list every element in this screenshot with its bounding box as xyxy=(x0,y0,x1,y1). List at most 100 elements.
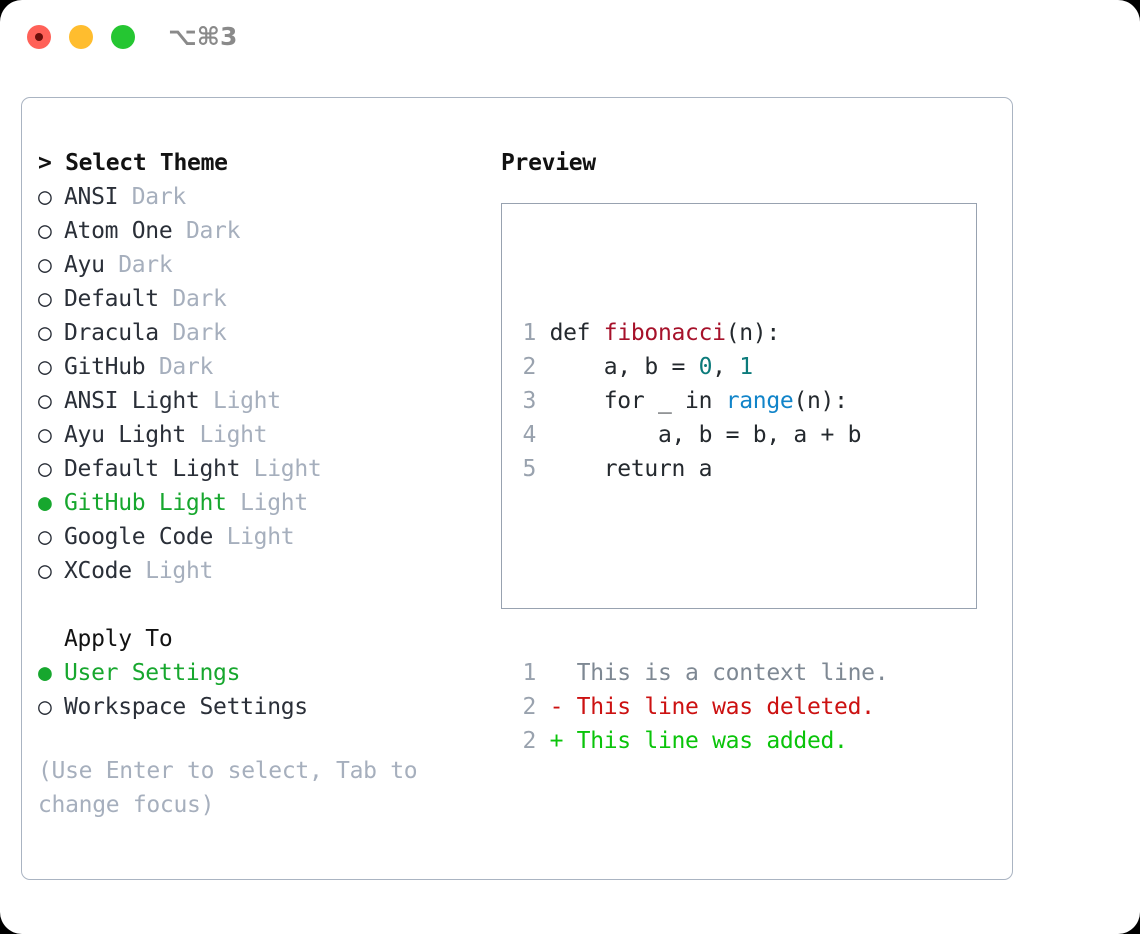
code-token-plain: (n): xyxy=(725,320,781,346)
radio-unselected-icon: ○ xyxy=(38,354,52,380)
radio-unselected-icon: ○ xyxy=(38,218,52,244)
theme-item[interactable]: ○Atom One Dark xyxy=(38,214,488,248)
radio-selected-icon: ● xyxy=(38,660,52,686)
keyboard-hint-text: (Use Enter to select, Tab to change focu… xyxy=(38,758,418,818)
radio-unselected-icon: ○ xyxy=(38,694,52,720)
main-panel: > Select Theme ○ANSI Dark○Atom One Dark○… xyxy=(21,97,1013,880)
theme-item[interactable]: ○ Default Light Light xyxy=(38,452,488,486)
theme-item[interactable]: ○GitHub Dark xyxy=(38,350,488,384)
diff-line: 2 + This line was added. xyxy=(510,724,888,758)
code-token-plain: def xyxy=(549,320,604,346)
close-button-icon[interactable] xyxy=(27,25,51,49)
theme-variant-tag: Light xyxy=(185,422,268,448)
theme-item[interactable]: ○ Ayu Dark xyxy=(38,248,488,282)
code-token-func: fibonacci xyxy=(603,320,726,346)
apply-to-item-label: User Settings xyxy=(64,660,241,686)
gutter-space xyxy=(536,388,550,414)
theme-picker-column: > Select Theme ○ANSI Dark○Atom One Dark○… xyxy=(38,146,488,822)
line-number: 3 xyxy=(522,388,536,414)
radio-unselected-icon: ○ xyxy=(38,252,52,278)
theme-variant-tag: Dark xyxy=(158,286,227,312)
theme-item[interactable]: ○XCode Light xyxy=(38,554,488,588)
title-bar: ⌥⌘3 xyxy=(0,0,1140,78)
theme-item[interactable]: ○ Default Dark xyxy=(38,282,488,316)
code-token-plain: return a xyxy=(549,456,713,482)
theme-item[interactable]: ● GitHub Light Light xyxy=(38,486,488,520)
code-line: 2 a, b = 0, 1 xyxy=(510,350,888,384)
code-token-plain: , xyxy=(712,354,740,380)
minimize-button-icon[interactable] xyxy=(69,25,93,49)
theme-item[interactable]: ○ ANSI Dark xyxy=(38,180,488,214)
theme-variant-tag: Light xyxy=(199,388,281,414)
code-line: 5 return a xyxy=(510,452,888,486)
code-token-call: range xyxy=(725,388,794,414)
theme-item-label: Ayu Light xyxy=(64,422,186,448)
radio-unselected-icon: ○ xyxy=(38,286,52,312)
theme-item-label: Default Light xyxy=(64,456,241,482)
theme-item[interactable]: ○ ANSI Light Light xyxy=(38,384,488,418)
code-token-num: 1 xyxy=(739,354,753,380)
radio-selected-icon: ● xyxy=(38,490,52,516)
theme-list: ○ ANSI Dark ○ Atom One Dark ○ Ayu Dark ○ Defaul… xyxy=(38,180,488,588)
theme-item-label: GitHub Light xyxy=(64,490,227,516)
radio-unselected-icon: ○ xyxy=(38,184,52,210)
line-number: 1 xyxy=(522,660,536,686)
radio-unselected-icon: ○ xyxy=(38,422,52,448)
radio-unselected-icon: ○ xyxy=(38,456,52,482)
line-number: 2 xyxy=(522,354,536,380)
theme-variant-tag: Light xyxy=(131,558,214,584)
gutter-space xyxy=(536,354,550,380)
theme-item-label: ANSI xyxy=(64,184,119,210)
code-line: 1 def fibonacci(n): xyxy=(510,316,888,350)
theme-item[interactable]: ○Dracula Dark xyxy=(38,316,488,350)
line-number: 5 xyxy=(522,456,536,482)
theme-item-label: GitHub xyxy=(64,354,146,380)
theme-variant-tag: Light xyxy=(226,490,308,516)
theme-item[interactable]: ○ Ayu Light Light xyxy=(38,418,488,452)
diff-line: 2 - This line was deleted. xyxy=(510,690,888,724)
maximize-button-icon[interactable] xyxy=(111,25,135,49)
apply-to-heading: Apply To xyxy=(64,626,173,652)
diff-text-ctx: This is a context line. xyxy=(549,660,889,686)
preview-heading: Preview xyxy=(501,150,596,176)
radio-unselected-icon: ○ xyxy=(38,320,52,346)
theme-variant-tag: Dark xyxy=(104,252,173,278)
code-token-plain: for _ in xyxy=(549,388,726,414)
theme-item-label: Ayu xyxy=(64,252,105,278)
gutter-space xyxy=(536,660,550,686)
list-spacer xyxy=(38,588,488,622)
theme-item-label: ANSI Light xyxy=(64,388,200,414)
theme-variant-tag: Light xyxy=(240,456,322,482)
radio-unselected-icon: ○ xyxy=(38,558,52,584)
apply-to-list: ● User Settings ○ Workspace Settings xyxy=(38,656,488,724)
theme-item-label: Google Code xyxy=(64,524,214,550)
window-controls xyxy=(27,25,135,49)
code-token-plain: (n): xyxy=(793,388,848,414)
gutter-space xyxy=(536,694,550,720)
code-token-num: 0 xyxy=(698,354,713,380)
apply-to-item[interactable]: ○ Workspace Settings xyxy=(38,690,488,724)
diff-line: 1 This is a context line. xyxy=(510,656,888,690)
diff-sample: 1 This is a context line.2 - This line w… xyxy=(510,656,888,758)
apply-to-item-label: Workspace Settings xyxy=(64,694,308,720)
diff-text-add: + This line was added. xyxy=(549,728,848,754)
theme-variant-tag: Dark xyxy=(158,320,227,346)
theme-item-label: Atom One xyxy=(64,218,173,244)
code-diff-separator xyxy=(510,554,888,588)
gutter-space xyxy=(536,320,550,346)
code-line: 3 for _ in range(n): xyxy=(510,384,888,418)
theme-picker-heading: > Select Theme xyxy=(38,150,228,176)
radio-unselected-icon: ○ xyxy=(38,388,52,414)
theme-item[interactable]: ○Google Code Light xyxy=(38,520,488,554)
preview-column: Preview 1 def fibonacci(n):2 a, b = 0, 1… xyxy=(501,146,1001,754)
theme-variant-tag: Dark xyxy=(118,184,187,210)
gutter-space xyxy=(536,456,550,482)
apply-to-item[interactable]: ● User Settings xyxy=(38,656,488,690)
theme-item-label: Default xyxy=(64,286,159,312)
code-line: 4 a, b = b, a + b xyxy=(510,418,888,452)
gutter-space xyxy=(536,728,550,754)
